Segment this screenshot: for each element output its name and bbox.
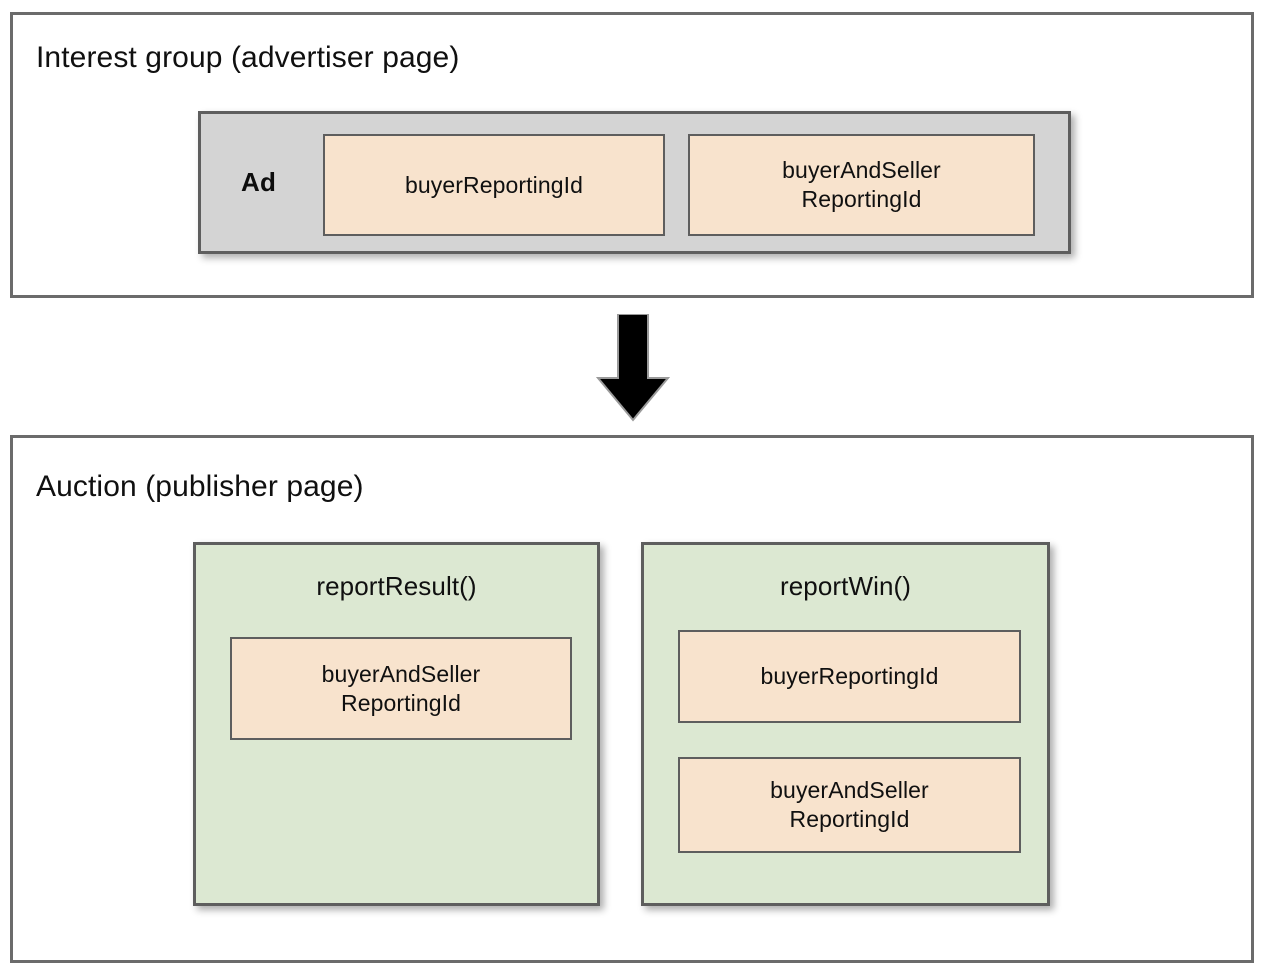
function-box-report-win: reportWin() buyerReportingId buyerAndSel… bbox=[641, 542, 1050, 906]
section-title-auction: Auction (publisher page) bbox=[36, 470, 364, 503]
function-name-report-result: reportResult() bbox=[316, 571, 477, 601]
chip-label: buyerAndSeller ReportingId bbox=[782, 157, 941, 212]
chip-label: buyerAndSeller ReportingId bbox=[770, 777, 929, 832]
chip-report-result-buyer-and-seller-reporting-id: buyerAndSeller ReportingId bbox=[230, 637, 572, 740]
function-name-report-win: reportWin() bbox=[779, 571, 912, 601]
arrow-down-icon bbox=[596, 314, 670, 422]
chip-report-win-buyer-and-seller-reporting-id: buyerAndSeller ReportingId bbox=[678, 757, 1021, 853]
chip-label: buyerAndSeller ReportingId bbox=[321, 660, 481, 716]
chip-ad-buyer-reporting-id: buyerReportingId bbox=[323, 134, 665, 236]
section-interest-group: Interest group (advertiser page) Ad buye… bbox=[10, 12, 1254, 298]
ad-label: Ad bbox=[241, 167, 277, 197]
ad-container: Ad buyerReportingId buyerAndSeller Repor… bbox=[198, 111, 1071, 254]
chip-label: buyerReportingId bbox=[760, 663, 939, 689]
chip-report-win-buyer-reporting-id: buyerReportingId bbox=[678, 630, 1021, 723]
function-box-report-result: reportResult() buyerAndSeller ReportingI… bbox=[193, 542, 600, 906]
chip-ad-buyer-and-seller-reporting-id: buyerAndSeller ReportingId bbox=[688, 134, 1035, 236]
section-title-interest-group: Interest group (advertiser page) bbox=[36, 41, 460, 74]
chip-label: buyerReportingId bbox=[404, 171, 584, 198]
